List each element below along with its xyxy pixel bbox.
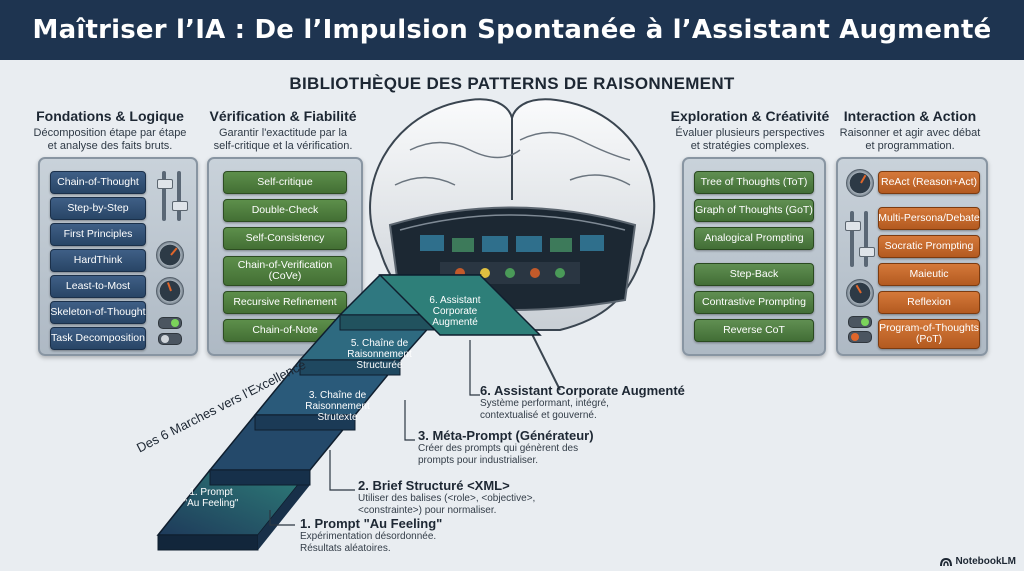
panel-verification: Self-critique Double-Check Self-Consiste… xyxy=(207,157,363,356)
gauge-icon xyxy=(156,277,184,305)
staircase xyxy=(156,274,542,551)
column-heading-verification: Vérification & Fiabilité Garantir l'exac… xyxy=(198,108,368,153)
column-description-line: self-critique et la vérification. xyxy=(213,140,353,152)
step-text: prompts pour industrialiser. xyxy=(418,454,539,466)
pattern-button[interactable]: Task Decomposition xyxy=(50,327,146,350)
column-title: Interaction & Action xyxy=(843,108,977,124)
pattern-button[interactable]: Self-critique xyxy=(223,171,347,194)
step-title: 2. Brief Structuré <XML> xyxy=(358,478,510,493)
slider-knob[interactable] xyxy=(845,221,861,231)
slider-knob[interactable] xyxy=(157,179,173,189)
title-bar: Maîtriser l’IA : De l’Impulsion Spontané… xyxy=(0,0,1024,60)
pattern-button[interactable]: Chain-of-Thought xyxy=(50,171,146,194)
column-heading-exploration: Exploration & Créativité Évaluer plusieu… xyxy=(670,108,830,153)
brand-label: NotebookLM xyxy=(955,556,1016,567)
pattern-button[interactable]: ReAct (Reason+Act) xyxy=(878,171,980,194)
step-text: Expérimentation désordonnée. xyxy=(300,531,437,542)
library-title: BIBLIOTHÈQUE DES PATTERNS DE RAISONNEMEN… xyxy=(289,74,735,93)
pattern-button[interactable]: Graph of Thoughts (GoT) xyxy=(694,199,814,222)
pattern-button[interactable]: Socratic Prompting xyxy=(878,235,980,258)
gauge-icon xyxy=(846,169,874,197)
step-title: 3. Méta-Prompt (Générateur) xyxy=(418,428,594,443)
column-description-line: Décomposition étape par étape xyxy=(33,127,187,139)
column-description-line: et analyse des faits bruts. xyxy=(47,140,173,152)
slider-knob[interactable] xyxy=(172,201,188,211)
connector-lines xyxy=(269,340,480,526)
gauge-icon xyxy=(156,241,184,269)
slider-track[interactable] xyxy=(850,211,854,267)
panel-foundations: Chain-of-Thought Step-by-Step First Prin… xyxy=(38,157,198,356)
pattern-button[interactable]: Maieutic xyxy=(878,263,980,286)
panel-exploration: Tree of Thoughts (ToT) Graph of Thoughts… xyxy=(682,157,826,356)
slider-track[interactable] xyxy=(864,211,868,267)
step-text: contextualisé et gouverné. xyxy=(480,409,597,421)
column-title: Exploration & Créativité xyxy=(670,108,830,124)
step-description-3: 3. Méta-Prompt (Générateur) Créer des pr… xyxy=(418,428,594,466)
column-heading-foundations: Fondations & Logique Décomposition étape… xyxy=(30,108,190,153)
column-description-line: Garantir l'exactitude par la xyxy=(218,127,348,139)
pattern-button[interactable]: Skeleton-of-Thought xyxy=(50,301,146,324)
pattern-button[interactable]: Program-of-Thoughts (PoT) xyxy=(878,319,980,349)
slider-track[interactable] xyxy=(177,171,181,221)
notebooklm-logo: NotebookLM xyxy=(940,556,1016,567)
pattern-button[interactable]: Reflexion xyxy=(878,291,980,314)
pattern-button[interactable]: Double-Check xyxy=(223,199,347,222)
pattern-button[interactable]: Reverse CoT xyxy=(694,319,814,342)
pattern-button[interactable]: Step-Back xyxy=(694,263,814,286)
column-title: Fondations & Logique xyxy=(36,108,184,124)
pattern-button[interactable]: Analogical Prompting xyxy=(694,227,814,250)
pattern-button[interactable]: Self-Consistency xyxy=(223,227,347,250)
step-description-1: 1. Prompt "Au Feeling" Expérimentation d… xyxy=(300,516,442,554)
step-description-2: 2. Brief Structuré <XML> Utiliser des ba… xyxy=(358,478,535,516)
step-title: 1. Prompt "Au Feeling" xyxy=(300,516,443,531)
toggle-switch[interactable] xyxy=(158,333,182,345)
step-title: 6. Assistant Corporate Augmenté xyxy=(480,383,685,398)
slider-knob[interactable] xyxy=(859,247,875,257)
pattern-button[interactable]: Chain-of-Verification (CoVe) xyxy=(223,256,347,286)
step-text: <constrainte>) pour normaliser. xyxy=(358,504,497,516)
toggle-switch[interactable] xyxy=(848,316,872,328)
panel-interaction: ReAct (Reason+Act) Multi-Persona/Debate … xyxy=(836,157,988,356)
pattern-button[interactable]: Least-to-Most xyxy=(50,275,146,298)
gauge-icon xyxy=(846,279,874,307)
column-description-line: et programmation. xyxy=(865,140,955,152)
column-heading-interaction: Interaction & Action Raisonner et agir a… xyxy=(830,108,990,153)
step-text: Résultats aléatoires. xyxy=(300,542,391,554)
pattern-button[interactable]: Tree of Thoughts (ToT) xyxy=(694,171,814,194)
toggle-switch[interactable] xyxy=(848,331,872,343)
page-title: Maîtriser l’IA : De l’Impulsion Spontané… xyxy=(32,15,992,45)
notebooklm-icon xyxy=(940,557,953,566)
toggle-switch[interactable] xyxy=(158,317,182,329)
step-text: Utiliser des balises (<role>, <objective… xyxy=(358,493,536,504)
pattern-button[interactable]: First Principles xyxy=(50,223,146,246)
stair-label-1: 1. Prompt"Au Feeling" xyxy=(183,487,239,509)
slider-track[interactable] xyxy=(162,171,166,221)
step-text: Créer des prompts qui génèrent des xyxy=(418,443,579,454)
pattern-button[interactable]: Step-by-Step xyxy=(50,197,146,220)
step-text: Système performant, intégré, xyxy=(480,398,609,409)
step-description-6: 6. Assistant Corporate Augmenté Système … xyxy=(480,383,685,421)
stair-step-6 xyxy=(378,274,542,336)
column-description-line: Raisonner et agir avec débat xyxy=(839,127,981,139)
column-title: Vérification & Fiabilité xyxy=(209,108,357,124)
pattern-button[interactable]: Multi-Persona/Debate xyxy=(878,207,980,230)
column-description-line: et stratégies complexes. xyxy=(690,140,810,152)
pattern-button[interactable]: Chain-of-Note xyxy=(223,319,347,342)
pattern-button[interactable]: Recursive Refinement xyxy=(223,291,347,314)
column-description-line: Évaluer plusieurs perspectives xyxy=(675,127,825,139)
pattern-button[interactable]: Contrastive Prompting xyxy=(694,291,814,314)
pattern-button[interactable]: HardThink xyxy=(50,249,146,272)
